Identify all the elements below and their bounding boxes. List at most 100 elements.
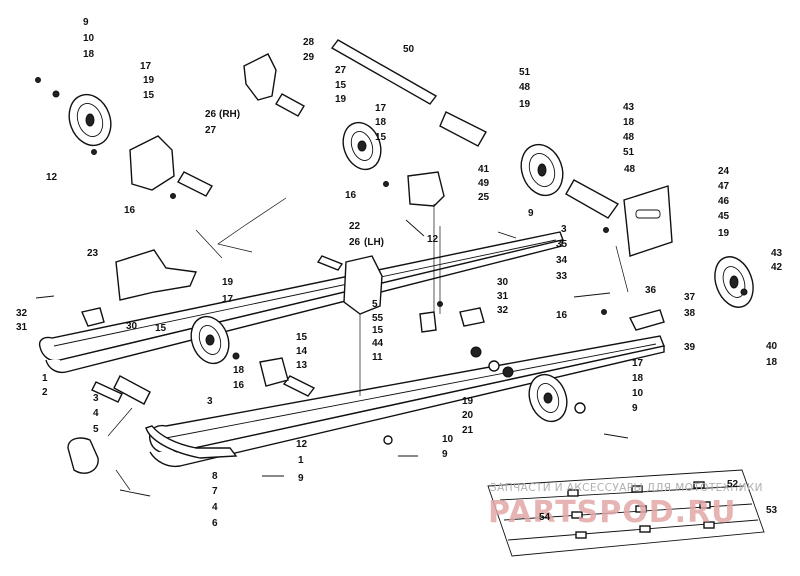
part-label: 45	[718, 211, 730, 222]
part-label: 36	[645, 285, 657, 296]
part-label: 29	[303, 52, 315, 63]
part-label: 2	[42, 387, 48, 398]
part-label: 30	[497, 277, 509, 288]
watermark-logo: PARTSPOD.RU	[488, 495, 737, 530]
part-label: 25	[478, 192, 490, 203]
part-label: 26	[205, 109, 217, 120]
part-label: 4	[93, 408, 99, 419]
part-label: 12	[46, 172, 58, 183]
part-label: 55	[372, 313, 384, 324]
part-label: 38	[684, 308, 696, 319]
part-label: 40	[766, 341, 778, 352]
watermark: ЗАПЧАСТИ И АКСЕССУАРЫ ДЛЯ МОТОТЕХНИКИ PA…	[488, 482, 763, 530]
part-label: 15	[335, 80, 347, 91]
part-label: 15	[296, 332, 308, 343]
part-label: 9	[442, 449, 448, 460]
part-label: 42	[771, 262, 783, 273]
part-label: 35	[556, 239, 568, 250]
part-label: 19	[519, 99, 531, 110]
part-label: 48	[519, 82, 531, 93]
part-label: 12	[427, 234, 439, 245]
part-label: 39	[684, 342, 696, 353]
part-label: 30	[126, 321, 138, 332]
part-label: 19	[718, 228, 730, 239]
part-label: 18	[83, 49, 95, 60]
part-label: 18	[766, 357, 778, 368]
part-label: 13	[296, 360, 308, 371]
part-label: 8	[212, 471, 218, 482]
part-label: 50	[403, 44, 415, 55]
part-label: 15	[372, 325, 384, 336]
part-label: 3	[561, 224, 567, 235]
part-label: 15	[155, 323, 167, 334]
part-label: 53	[766, 505, 778, 516]
part-label: 49	[478, 178, 490, 189]
part-label: 5	[93, 424, 99, 435]
part-label: 44	[372, 338, 384, 349]
part-label: 33	[556, 271, 568, 282]
part-label: 18	[375, 117, 387, 128]
watermark-tagline: ЗАПЧАСТИ И АКСЕССУАРЫ ДЛЯ МОТОТЕХНИКИ	[490, 482, 763, 494]
part-label: 21	[462, 425, 474, 436]
part-label: 47	[718, 181, 730, 192]
part-label: 11	[372, 352, 383, 363]
side-suffix-label: (RH)	[219, 109, 240, 120]
part-label: 16	[233, 380, 245, 391]
part-label: 43	[771, 248, 783, 259]
part-label: 9	[83, 17, 89, 28]
part-label: 7	[212, 486, 218, 497]
part-label: 3	[207, 396, 213, 407]
left-slide-rail	[38, 231, 564, 374]
part-label: 17	[140, 61, 152, 72]
part-label: 22	[349, 221, 361, 232]
part-label: 46	[718, 196, 730, 207]
part-label: 19	[143, 75, 155, 86]
part-label: 10	[83, 33, 95, 44]
part-label: 16	[556, 310, 568, 321]
part-label: 54	[539, 512, 551, 523]
part-label: 48	[623, 132, 635, 143]
part-label: 27	[205, 125, 217, 136]
part-label: 32	[497, 305, 509, 316]
part-label: 5	[372, 299, 378, 310]
part-label: 24	[718, 166, 730, 177]
part-label: 51	[519, 67, 531, 78]
part-label: 6	[212, 518, 218, 529]
track-section	[487, 469, 765, 557]
part-label: 10	[632, 388, 644, 399]
cross-shafts	[91, 39, 620, 405]
part-label: 18	[632, 373, 644, 384]
part-label: 27	[335, 65, 347, 76]
part-label: 31	[16, 322, 28, 333]
part-label: 17	[222, 294, 234, 305]
part-label: 9	[632, 403, 638, 414]
rail-wear-strip	[145, 425, 238, 459]
part-label: 12	[296, 439, 308, 450]
part-label: 16	[345, 190, 357, 201]
part-label: 19	[222, 277, 234, 288]
side-suffix-label: (LH)	[364, 237, 384, 248]
part-label: 18	[623, 117, 635, 128]
part-label: 17	[375, 103, 387, 114]
part-label: 9	[528, 208, 534, 219]
idler-wheels	[68, 93, 754, 423]
part-label: 26	[349, 237, 361, 248]
part-label: 19	[462, 396, 474, 407]
part-label: 10	[442, 434, 454, 445]
hardware	[35, 77, 748, 497]
part-label: 48	[624, 164, 636, 175]
part-label: 41	[478, 164, 490, 175]
part-label: 43	[623, 102, 635, 113]
part-label: 28	[303, 37, 315, 48]
part-label: 9	[298, 473, 304, 484]
part-label: 1	[42, 373, 48, 384]
part-label: 18	[233, 365, 245, 376]
part-label: 52	[727, 479, 739, 490]
part-label: 51	[623, 147, 635, 158]
leader-lines	[107, 197, 629, 491]
part-label: 34	[556, 255, 568, 266]
part-label: 31	[497, 291, 509, 302]
part-label: 20	[462, 410, 474, 421]
part-label: 4	[212, 502, 218, 513]
